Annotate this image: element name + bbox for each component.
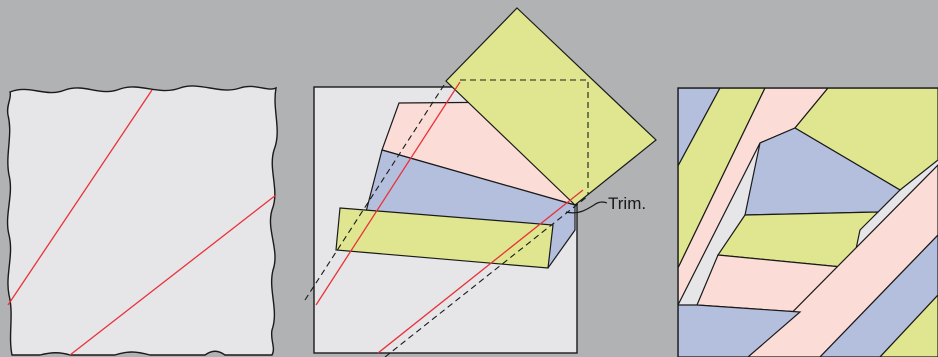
dashed-cut-line-upper bbox=[304, 81, 447, 301]
marked-line-upper bbox=[7, 89, 153, 306]
trim-leader-line bbox=[565, 201, 608, 214]
sewing-line-lower bbox=[377, 189, 584, 354]
block-blue-fan-strip bbox=[744, 127, 901, 216]
green-square-top bbox=[445, 7, 657, 206]
panel-sewing: Trim. bbox=[304, 7, 657, 357]
block-green-top-right bbox=[794, 88, 938, 191]
marked-line-lower bbox=[69, 194, 277, 356]
trim-label: Trim. bbox=[608, 194, 646, 213]
block-outline bbox=[677, 87, 938, 357]
dashed-cut-line-lower bbox=[384, 195, 589, 357]
panel-finished-block bbox=[677, 87, 938, 357]
block-green-bottom-right bbox=[879, 294, 938, 357]
foundation-paper-wavy bbox=[6, 85, 278, 356]
block-pink-diagonal-strip bbox=[747, 164, 938, 357]
panel-foundation bbox=[6, 85, 278, 356]
sewing-line-upper bbox=[315, 81, 461, 306]
dashed-outline-previous-piece bbox=[460, 79, 589, 195]
green-strip-bottom bbox=[335, 207, 554, 269]
block-blue-bottom-left bbox=[678, 304, 802, 357]
